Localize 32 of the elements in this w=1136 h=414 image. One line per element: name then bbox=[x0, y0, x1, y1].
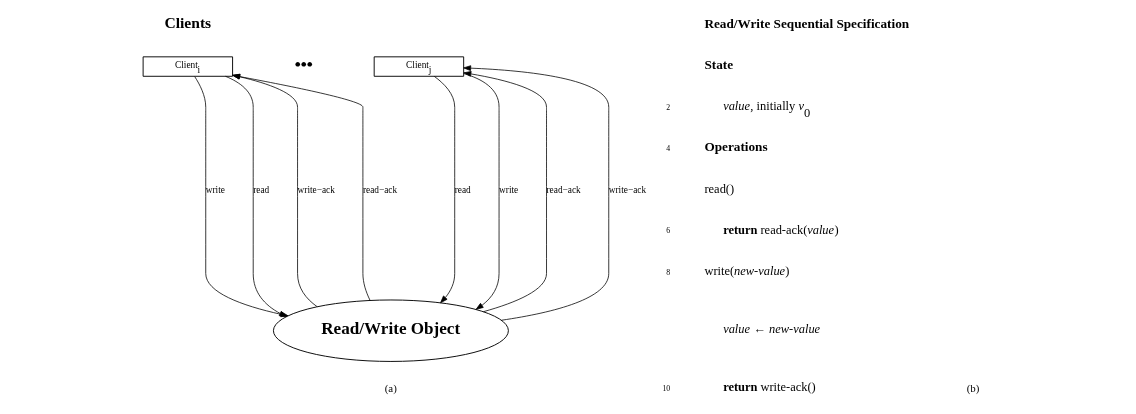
arrow bbox=[231, 73, 370, 301]
edge-label: write−ack bbox=[297, 184, 335, 195]
label: State bbox=[703, 56, 733, 72]
label: ••• bbox=[294, 55, 313, 75]
arrow bbox=[462, 65, 609, 321]
edge-label: read−ack bbox=[362, 184, 397, 195]
node-ellipse: Read/Write Object bbox=[272, 299, 509, 362]
edge-label: read−ack bbox=[546, 184, 581, 195]
arrow bbox=[463, 71, 547, 313]
label: (a) bbox=[384, 381, 397, 394]
label: read() bbox=[703, 182, 734, 197]
arrow bbox=[433, 76, 455, 304]
label: 4 bbox=[665, 143, 670, 153]
label: Read/Write Sequential Specification bbox=[703, 15, 909, 31]
label: (b) bbox=[966, 381, 979, 394]
label: 8 bbox=[665, 267, 670, 277]
label: 6 bbox=[665, 226, 670, 236]
edge-label: read bbox=[454, 184, 471, 195]
label: value ← new-value bbox=[722, 321, 820, 336]
edge-label: write bbox=[205, 184, 225, 195]
edge-label: write bbox=[498, 184, 518, 195]
label: Operations bbox=[703, 139, 768, 155]
edge-label: write−ack bbox=[608, 184, 646, 195]
label: write(new-value) bbox=[703, 263, 790, 278]
label: Clients bbox=[164, 14, 211, 32]
edge-label: read bbox=[252, 184, 269, 195]
label: 10 bbox=[661, 383, 670, 393]
arrow bbox=[462, 73, 499, 310]
label: 2 bbox=[665, 102, 670, 112]
label: return read-ack(value) bbox=[722, 222, 839, 237]
arrow bbox=[231, 73, 317, 308]
label: return write-ack() bbox=[722, 379, 816, 394]
